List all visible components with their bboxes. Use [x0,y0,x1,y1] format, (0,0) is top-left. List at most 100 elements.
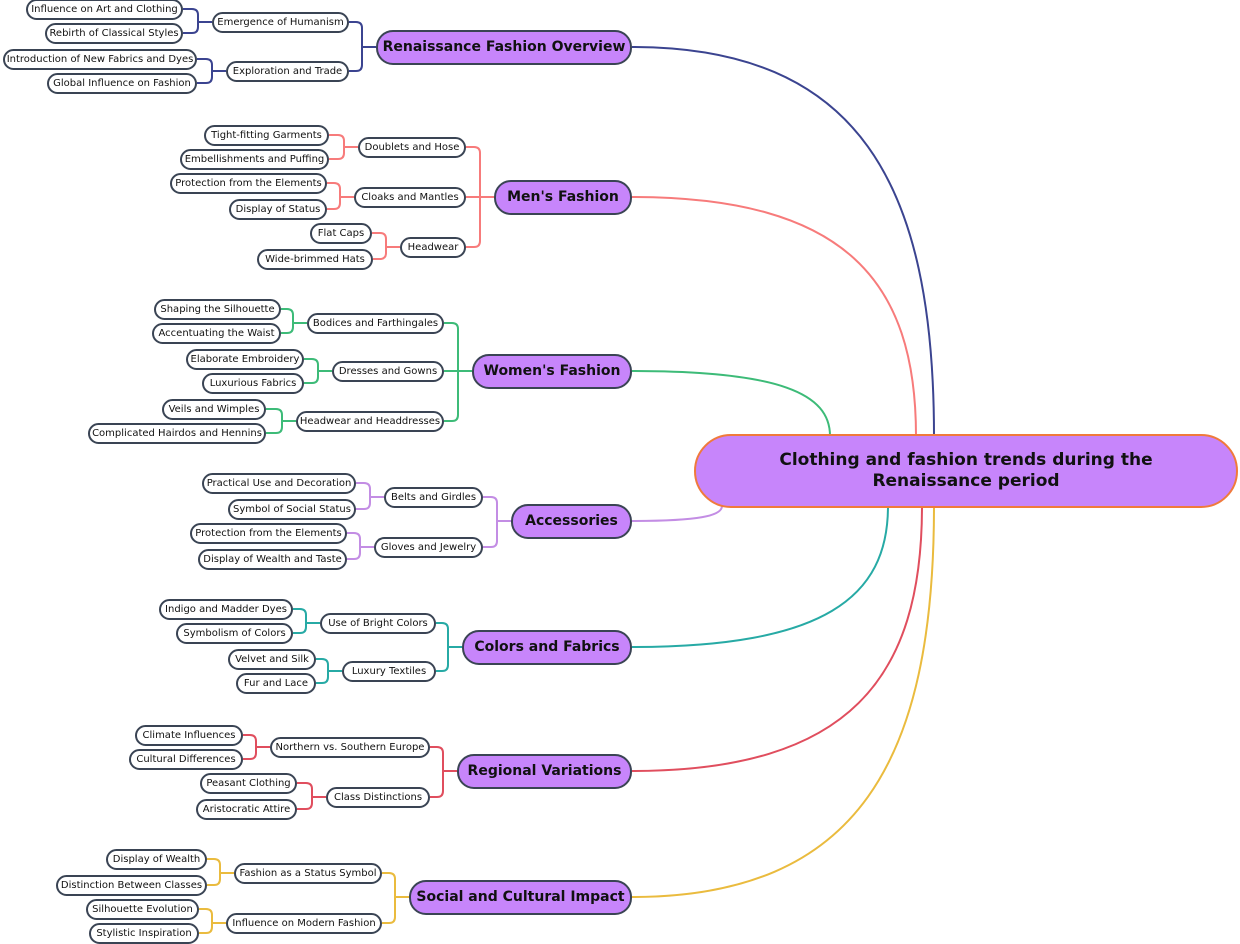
leaf-topic[interactable]: Rebirth of Classical Styles [45,22,183,44]
leaf-topic-label: Fur and Lace [243,677,309,689]
leaf-topic[interactable]: Display of Status [229,198,327,220]
main-topic-label: Regional Variations [467,763,622,779]
leaf-topic[interactable]: Elaborate Embroidery [186,348,304,370]
leaf-topic[interactable]: Climate Influences [135,724,243,746]
leaf-topic-label: Protection from the Elements [195,527,342,539]
leaf-topic[interactable]: Global Influence on Fashion [47,72,197,94]
leaf-topic-label: Practical Use and Decoration [206,477,352,489]
leaf-topic-label: Aristocratic Attire [202,803,291,815]
subtopic[interactable]: Northern vs. Southern Europe [270,736,430,758]
sub-connector [444,322,472,372]
leaf-connector [266,420,296,434]
sub-connector [349,46,376,72]
leaf-connector [281,322,307,334]
leaf-topic[interactable]: Symbol of Social Status [228,498,356,520]
leaf-topic[interactable]: Flat Caps [310,222,372,244]
leaf-topic[interactable]: Complicated Hairdos and Hennins [88,422,266,444]
subtopic-label: Class Distinctions [333,791,423,803]
leaf-topic[interactable]: Distinction Between Classes [56,874,207,896]
subtopic[interactable]: Exploration and Trade [226,60,349,82]
main-topic-label: Men's Fashion [507,189,619,205]
leaf-topic[interactable]: Protection from the Elements [190,522,347,544]
main-topic[interactable]: Renaissance Fashion Overview [376,29,632,65]
subtopic[interactable]: Headwear [400,236,466,258]
leaf-connector [281,308,307,324]
leaf-topic[interactable]: Influence on Art and Clothing [26,0,183,20]
subtopic[interactable]: Doublets and Hose [358,136,466,158]
leaf-connector [199,922,226,934]
leaf-topic[interactable]: Display of Wealth and Taste [198,548,347,570]
branch-connector-2 [631,370,831,437]
subtopic[interactable]: Cloaks and Mantles [354,186,466,208]
main-topic[interactable]: Women's Fashion [472,353,632,389]
leaf-topic-label: Velvet and Silk [235,653,309,665]
subtopic-label: Fashion as a Status Symbol [239,867,377,879]
branch-connector-4 [631,505,889,648]
leaf-topic-label: Influence on Art and Clothing [31,3,178,15]
leaf-connector [347,546,374,560]
subtopic[interactable]: Fashion as a Status Symbol [234,862,382,884]
leaf-topic[interactable]: Velvet and Silk [228,648,316,670]
leaf-topic[interactable]: Tight-fitting Garments [204,124,329,146]
leaf-topic[interactable]: Shaping the Silhouette [154,298,281,320]
main-topic[interactable]: Regional Variations [457,753,632,789]
subtopic[interactable]: Emergence of Humanism [212,11,349,33]
leaf-topic[interactable]: Indigo and Madder Dyes [159,598,293,620]
leaf-topic[interactable]: Symbolism of Colors [176,622,293,644]
leaf-topic[interactable]: Silhouette Evolution [86,898,199,920]
subtopic[interactable]: Influence on Modern Fashion [226,912,382,934]
sub-connector [466,196,494,248]
leaf-connector [207,872,234,886]
branch-connector-1 [631,196,917,437]
leaf-topic[interactable]: Cultural Differences [129,748,243,770]
leaf-connector [297,782,326,798]
leaf-connector [329,134,358,148]
subtopic[interactable]: Bodices and Farthingales [307,312,444,334]
leaf-topic[interactable]: Stylistic Inspiration [89,922,199,944]
subtopic[interactable]: Gloves and Jewelry [374,536,483,558]
leaf-topic-label: Flat Caps [317,227,365,239]
leaf-connector [347,532,374,548]
leaf-connector [329,146,358,160]
subtopic[interactable]: Class Distinctions [326,786,430,808]
leaf-connector [304,358,332,372]
subtopic-label: Dresses and Gowns [338,365,438,377]
leaf-topic[interactable]: Veils and Wimples [162,398,266,420]
subtopic[interactable]: Belts and Girdles [384,486,483,508]
subtopic[interactable]: Use of Bright Colors [320,612,436,634]
leaf-topic-label: Symbolism of Colors [183,627,286,639]
leaf-topic[interactable]: Protection from the Elements [170,172,327,194]
leaf-topic[interactable]: Aristocratic Attire [196,798,297,820]
leaf-topic[interactable]: Introduction of New Fabrics and Dyes [3,48,197,70]
central-topic-label: Clothing and fashion trends during the R… [779,450,1153,491]
main-topic[interactable]: Men's Fashion [494,179,632,215]
leaf-topic[interactable]: Fur and Lace [236,672,316,694]
leaf-topic-label: Shaping the Silhouette [160,303,275,315]
leaf-topic-label: Tight-fitting Garments [211,129,322,141]
leaf-connector [243,734,270,748]
leaf-topic[interactable]: Embellishments and Puffing [180,148,329,170]
subtopic[interactable]: Headwear and Headdresses [296,410,444,432]
leaf-topic-label: Introduction of New Fabrics and Dyes [6,53,194,65]
main-topic-label: Colors and Fabrics [474,639,620,655]
main-topic[interactable]: Accessories [511,503,632,539]
leaf-connector [316,658,342,672]
central-topic[interactable]: Clothing and fashion trends during the R… [694,434,1238,508]
leaf-topic[interactable]: Luxurious Fabrics [202,372,304,394]
subtopic[interactable]: Dresses and Gowns [332,360,444,382]
leaf-connector [293,608,320,624]
leaf-connector [266,408,296,422]
subtopic[interactable]: Luxury Textiles [342,660,436,682]
leaf-topic[interactable]: Peasant Clothing [200,772,297,794]
subtopic-label: Influence on Modern Fashion [232,917,376,929]
leaf-topic[interactable]: Wide-brimmed Hats [257,248,373,270]
branch-connector-6 [631,505,935,898]
main-topic[interactable]: Colors and Fabrics [462,629,632,665]
leaf-connector [243,746,270,760]
leaf-topic[interactable]: Accentuating the Waist [152,322,281,344]
leaf-topic[interactable]: Display of Wealth [106,848,207,870]
main-topic[interactable]: Social and Cultural Impact [409,879,632,915]
leaf-topic-label: Elaborate Embroidery [190,353,300,365]
leaf-topic[interactable]: Practical Use and Decoration [202,472,356,494]
main-topic-label: Accessories [525,513,618,529]
